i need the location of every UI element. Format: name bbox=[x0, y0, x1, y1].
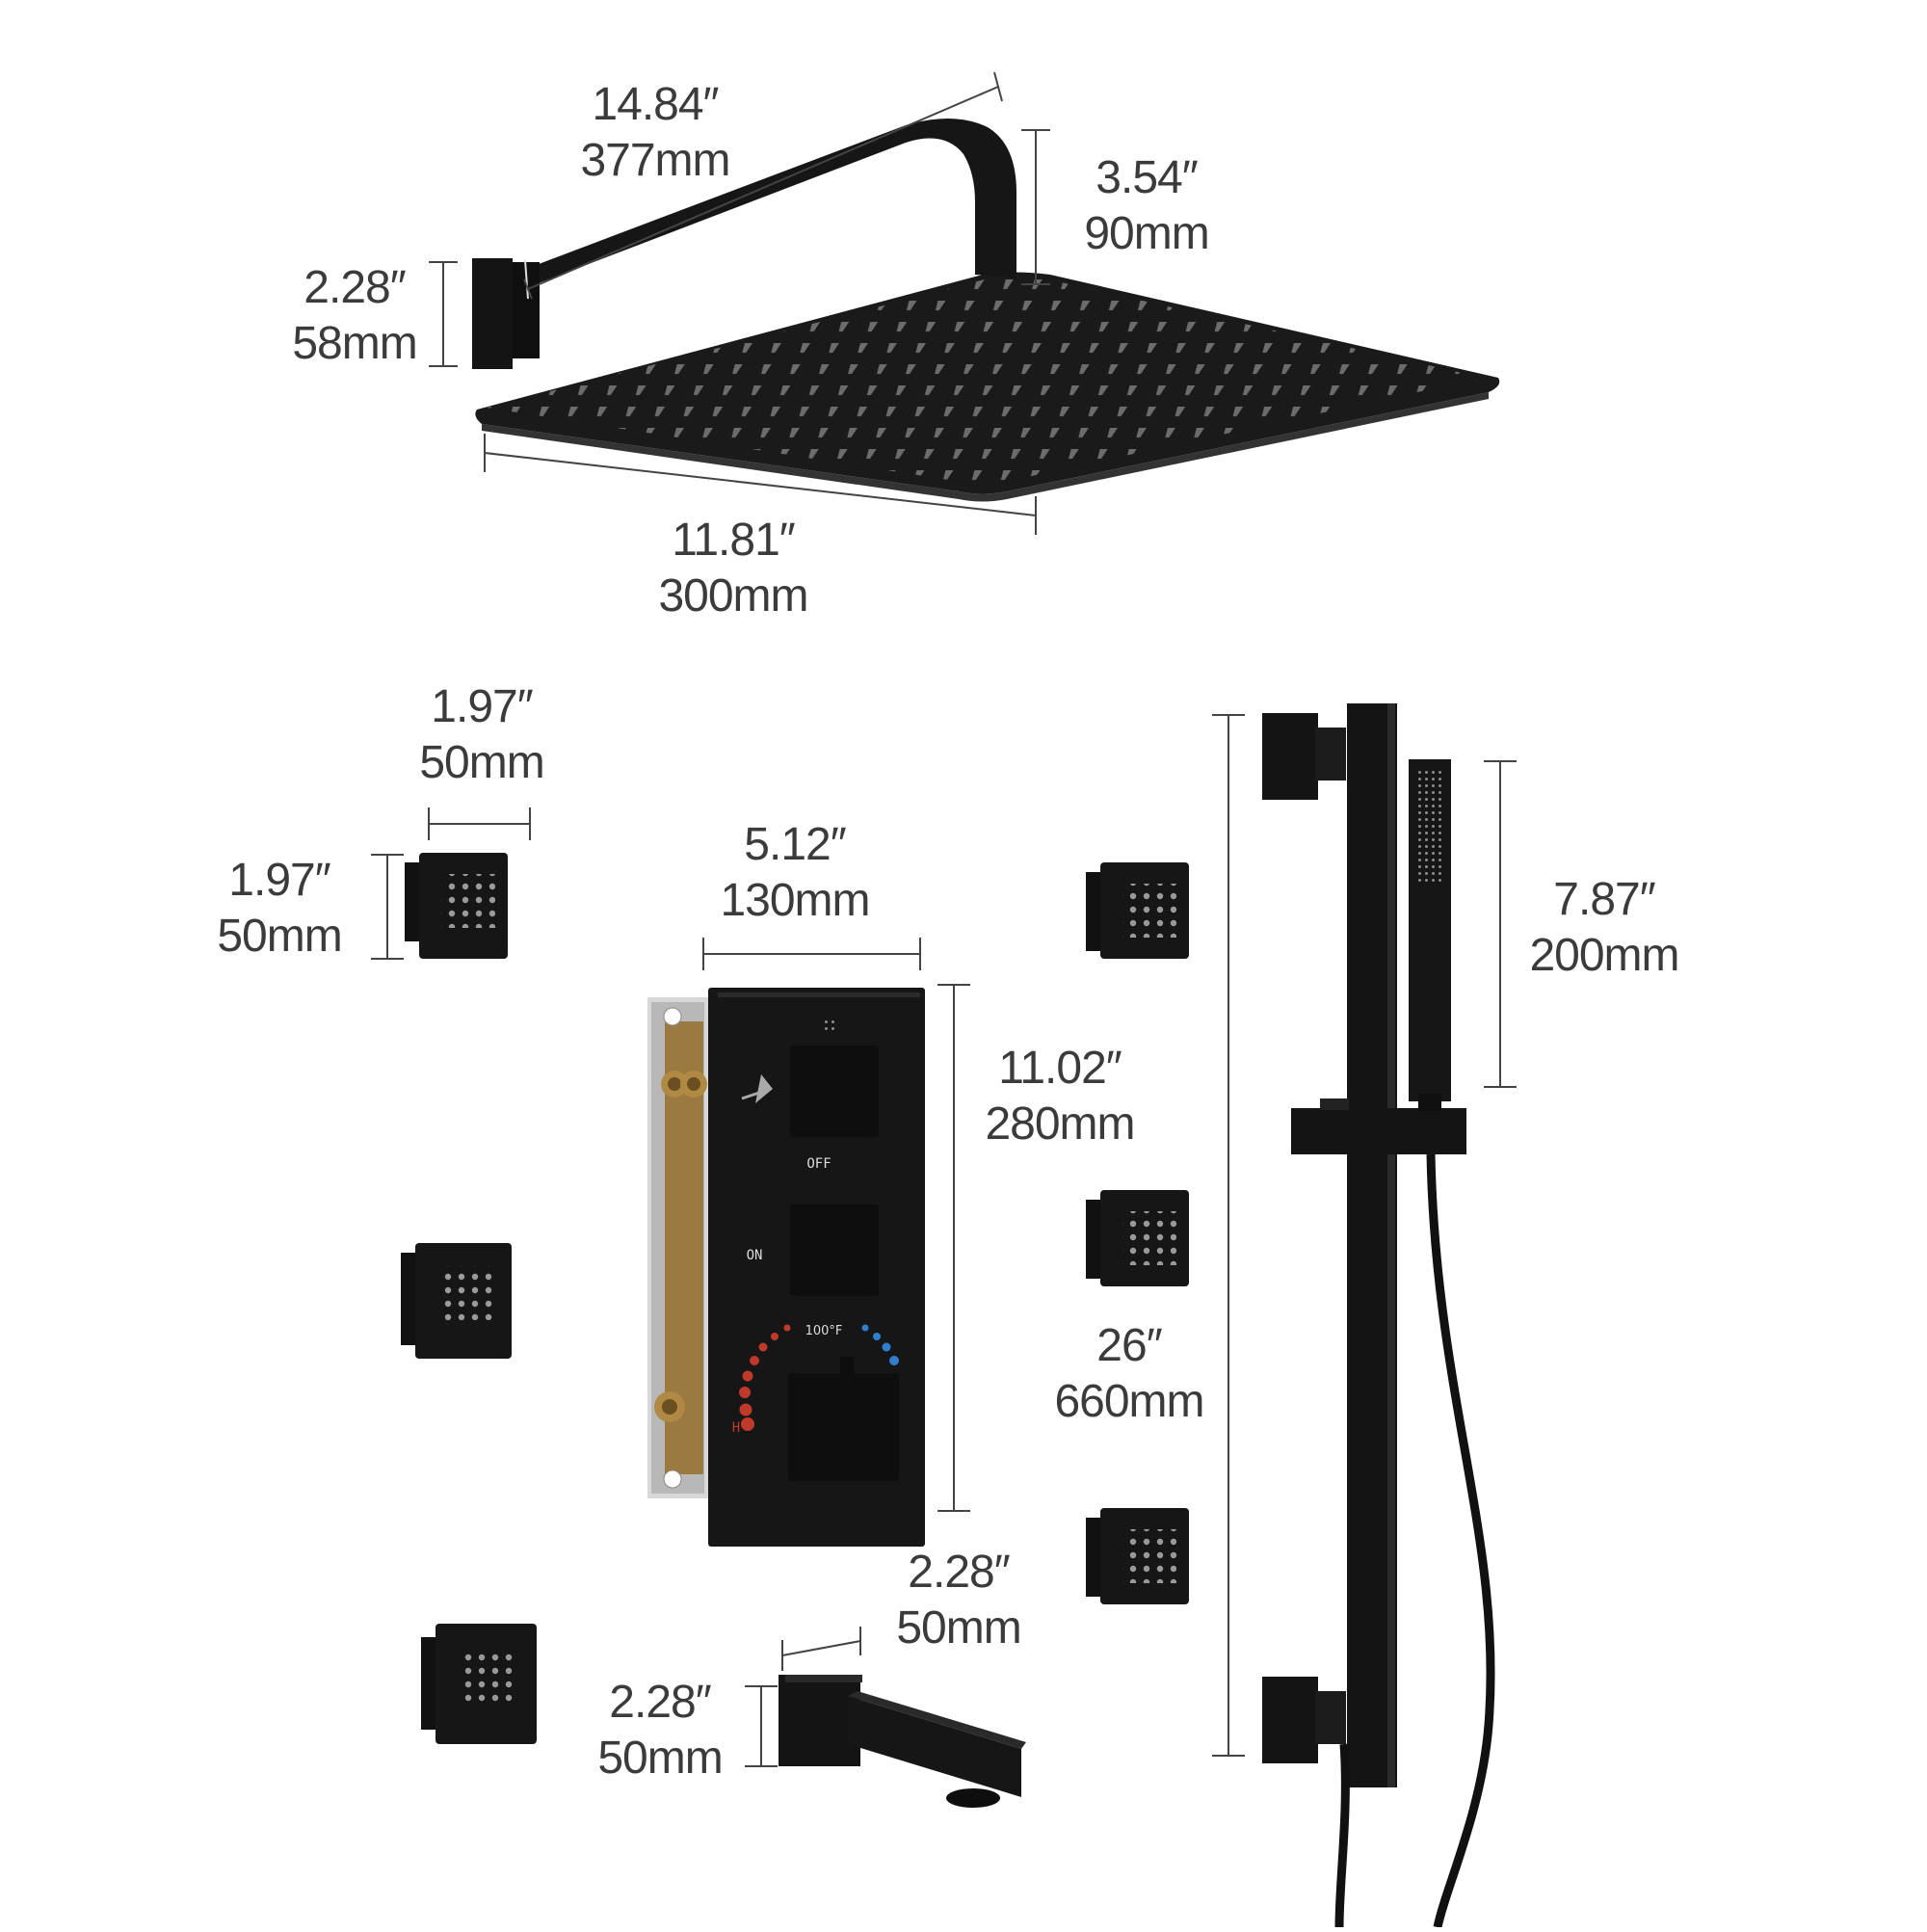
thermostatic-valve: OFF ON 100°F H bbox=[647, 988, 925, 1547]
dim-label-spout-width: 2.28″ 50mm bbox=[872, 1545, 1045, 1656]
temperature-handle bbox=[788, 1373, 899, 1481]
dim-imperial: 11.02″ bbox=[998, 1043, 1122, 1094]
body-jet bbox=[1086, 862, 1189, 959]
dim-imperial: 2.28″ bbox=[609, 1677, 711, 1728]
slide-bar bbox=[1262, 703, 1466, 1787]
dim-label-spout-height: 2.28″ 50mm bbox=[573, 1675, 747, 1786]
dim-metric: 50mm bbox=[419, 737, 544, 788]
dim-metric: 90mm bbox=[1084, 208, 1209, 259]
dim-imperial: 11.81″ bbox=[672, 515, 796, 566]
dimension-lines-bar bbox=[1212, 714, 1517, 1757]
dim-label-arm-length: 14.84″ 377mm bbox=[549, 77, 761, 189]
dim-imperial: 14.84″ bbox=[592, 79, 719, 130]
body-jet bbox=[1086, 1190, 1189, 1286]
slide-holder bbox=[1291, 1108, 1466, 1154]
dim-metric: 200mm bbox=[1529, 930, 1679, 981]
dim-imperial: 7.87″ bbox=[1553, 874, 1655, 925]
dim-label-flange: 2.28″ 58mm bbox=[268, 260, 441, 372]
dim-label-jet-width: 1.97″ 50mm bbox=[395, 679, 568, 791]
dim-metric: 50mm bbox=[896, 1602, 1021, 1654]
diverter-handle bbox=[790, 1045, 879, 1137]
shower-arm bbox=[472, 118, 1016, 369]
valve-label-temperature: 100°F bbox=[805, 1324, 843, 1338]
dim-metric: 377mm bbox=[580, 135, 730, 186]
showerhead-symbol-icon bbox=[821, 1017, 834, 1030]
dim-imperial: 5.12″ bbox=[744, 819, 846, 870]
dim-label-valve-height: 11.02″ 280mm bbox=[964, 1041, 1156, 1152]
shower-hose bbox=[1334, 1153, 1495, 1928]
dim-metric: 660mm bbox=[1054, 1376, 1204, 1427]
dimension-lines-spout bbox=[745, 1627, 861, 1767]
dim-label-bar-length: 26″ 660mm bbox=[1033, 1318, 1226, 1430]
valve-label-hot: H bbox=[732, 1420, 740, 1436]
valve-label-off: OFF bbox=[806, 1156, 831, 1172]
handshower-symbol-icon bbox=[755, 1074, 773, 1103]
dim-imperial: 2.28″ bbox=[304, 262, 406, 313]
dim-metric: 280mm bbox=[985, 1098, 1135, 1150]
dim-label-arm-drop: 3.54″ 90mm bbox=[1055, 150, 1238, 262]
handheld-shower bbox=[1409, 759, 1451, 1111]
dim-metric: 58mm bbox=[292, 318, 417, 369]
body-jet bbox=[405, 853, 508, 959]
dim-label-jet-height: 1.97″ 50mm bbox=[193, 853, 366, 965]
dim-imperial: 3.54″ bbox=[1095, 152, 1198, 203]
dim-metric: 50mm bbox=[597, 1733, 723, 1784]
dim-imperial: 1.97″ bbox=[228, 855, 330, 906]
dim-metric: 50mm bbox=[217, 911, 342, 962]
wall-flange bbox=[472, 258, 513, 369]
dim-imperial: 2.28″ bbox=[908, 1547, 1010, 1598]
dim-metric: 130mm bbox=[720, 875, 870, 926]
dimension-lines-valve bbox=[702, 938, 970, 1512]
dim-label-valve-width: 5.12″ 130mm bbox=[699, 817, 891, 929]
dim-metric: 300mm bbox=[658, 570, 808, 622]
dim-label-handheld-length: 7.87″ 200mm bbox=[1508, 872, 1701, 984]
volume-handle bbox=[790, 1204, 879, 1296]
dim-imperial: 1.97″ bbox=[431, 681, 533, 732]
dimension-lines-jet bbox=[371, 807, 531, 960]
body-jet bbox=[401, 1243, 512, 1359]
body-jet bbox=[421, 1624, 537, 1744]
dim-label-head-width: 11.81″ 300mm bbox=[632, 513, 834, 624]
tub-spout bbox=[779, 1675, 1026, 1808]
valve-label-on: ON bbox=[747, 1248, 763, 1263]
dim-imperial: 26″ bbox=[1096, 1320, 1162, 1371]
dimension-lines-rain-head bbox=[429, 71, 1050, 535]
body-jet bbox=[1086, 1508, 1189, 1604]
temperature-scale bbox=[739, 1324, 899, 1431]
rain-shower-head bbox=[475, 272, 1500, 502]
